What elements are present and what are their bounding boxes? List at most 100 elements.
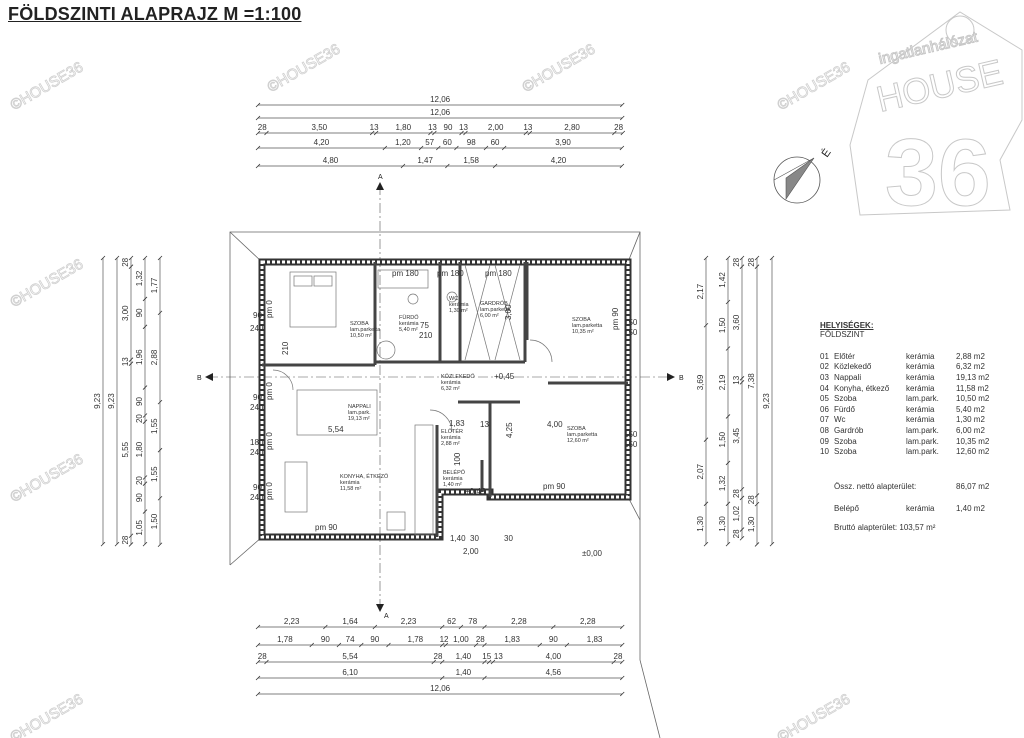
opening-dim: 75: [420, 321, 429, 330]
legend-floor: lam.park.: [906, 436, 939, 446]
net-area-row: Össz. nettó alapterület:86,07 m2: [820, 481, 989, 492]
wc-toilet-icon: [446, 291, 458, 303]
dimension-tick: [431, 659, 437, 665]
dimension-value: 1,80: [395, 123, 411, 132]
entry-dim: 30: [470, 534, 479, 543]
dimension-tick: [100, 255, 106, 261]
level-label: ±0,00: [582, 549, 603, 558]
legend-area: 19,13 m2: [956, 372, 990, 382]
room-name: FÜRDŐ: [399, 314, 419, 321]
watermark-text: ©HOUSE36: [8, 59, 87, 114]
room-floor: lam.parketta: [567, 432, 598, 438]
window-height-label: pm 180: [392, 269, 419, 278]
dimension-tick: [439, 642, 445, 648]
dimension-tick: [386, 642, 391, 648]
dimension-value: 2,17: [696, 283, 705, 299]
room-name: KÖZLEKEDŐ: [441, 373, 475, 380]
dimension-tick: [619, 691, 625, 697]
dimension-tick: [619, 102, 625, 108]
room-name: BELÉPŐ: [443, 469, 466, 476]
dimension-value: 3,50: [312, 123, 328, 132]
legend-no: 06: [820, 404, 829, 414]
dimension-value: 28: [121, 257, 130, 266]
dimension-tick: [483, 145, 489, 151]
room-area: 2,88 m²: [441, 441, 460, 447]
dimension-value: 98: [467, 138, 476, 147]
dimension-tick: [725, 414, 731, 419]
room-name: NAPPALI: [348, 404, 371, 410]
gross-area-value: 103,57 m²: [899, 522, 936, 532]
legend-floor: kerámia: [906, 383, 935, 393]
entry-dim: 30: [504, 534, 513, 543]
dimension-value: 9,23: [762, 393, 771, 409]
legend-name: Szoba: [834, 394, 857, 404]
dimension-tick: [128, 361, 134, 366]
kitchen-counter-icon: [414, 424, 434, 536]
dimension-tick: [255, 115, 261, 121]
dimension-tick: [142, 509, 148, 514]
dimension-tick: [128, 255, 134, 261]
opening-dim: 100: [453, 452, 462, 466]
dimension-tick: [309, 642, 315, 648]
legend-name: Gardrób: [834, 425, 864, 435]
dimension-tick: [436, 145, 441, 151]
dimension-value: 90: [135, 308, 144, 317]
dimension-tick: [619, 163, 625, 169]
dimension-value: 28: [121, 535, 130, 544]
dimension-tick: [482, 659, 487, 665]
opening-dim: 180: [250, 438, 264, 447]
opening-dim: 150: [624, 318, 638, 327]
dimension-tick: [142, 541, 148, 547]
watermark-text: ©HOUSE36: [265, 41, 344, 96]
toilet-icon: [407, 293, 419, 305]
dimension-tick: [373, 130, 379, 136]
dimension-tick: [157, 495, 163, 501]
dimension-tick: [754, 255, 760, 261]
dimension-value: 3,69: [696, 374, 705, 390]
room-name: SZOBA: [567, 426, 586, 432]
dimension-value: 2,88: [150, 349, 159, 365]
dimension-tick: [754, 493, 760, 498]
dimension-tick: [537, 642, 543, 648]
dimension-tick: [482, 675, 487, 681]
opening-dim: 90: [253, 483, 262, 492]
dimension-tick: [443, 642, 449, 648]
dimension-tick: [619, 675, 625, 681]
room-name: KONYHA, ÉTKEZŐ: [340, 473, 389, 480]
section-b-right: B: [679, 375, 684, 382]
dimension-tick: [142, 385, 148, 390]
door-swing-icon: [429, 409, 453, 433]
dimension-tick: [482, 642, 487, 648]
dimension-value: 1,55: [150, 466, 159, 482]
room-area: 12,60 m²: [567, 438, 589, 444]
dimension-tick: [128, 542, 134, 547]
dimension-tick: [418, 145, 424, 151]
room-floor: kerámia: [340, 480, 361, 486]
dimension-tick: [157, 310, 163, 316]
dimension-tick: [739, 486, 745, 492]
dimension-value: 7,38: [747, 373, 756, 389]
dimension-value: 90: [444, 123, 453, 132]
room-area: 6,32 m²: [441, 386, 460, 392]
dimension-value: 13: [732, 375, 741, 384]
dimension-value: 3,45: [732, 427, 741, 443]
room-name: WC: [449, 296, 458, 302]
window-height-label: pm 90: [315, 523, 338, 532]
dimension-value: 1,30: [696, 516, 705, 532]
dimension-value: 28: [747, 495, 756, 504]
dimension-tick: [551, 624, 556, 630]
dimension-value: 13: [428, 123, 437, 132]
legend-area: 2,88 m2: [956, 351, 985, 361]
dimension-value: 28: [258, 123, 267, 132]
legend-name: Előtér: [834, 351, 855, 361]
dimension-value: 4,20: [314, 138, 330, 147]
level-label: +0,45: [465, 487, 486, 496]
page-title: FÖLDSZINTI ALAPRAJZ M =1:100: [8, 4, 302, 24]
